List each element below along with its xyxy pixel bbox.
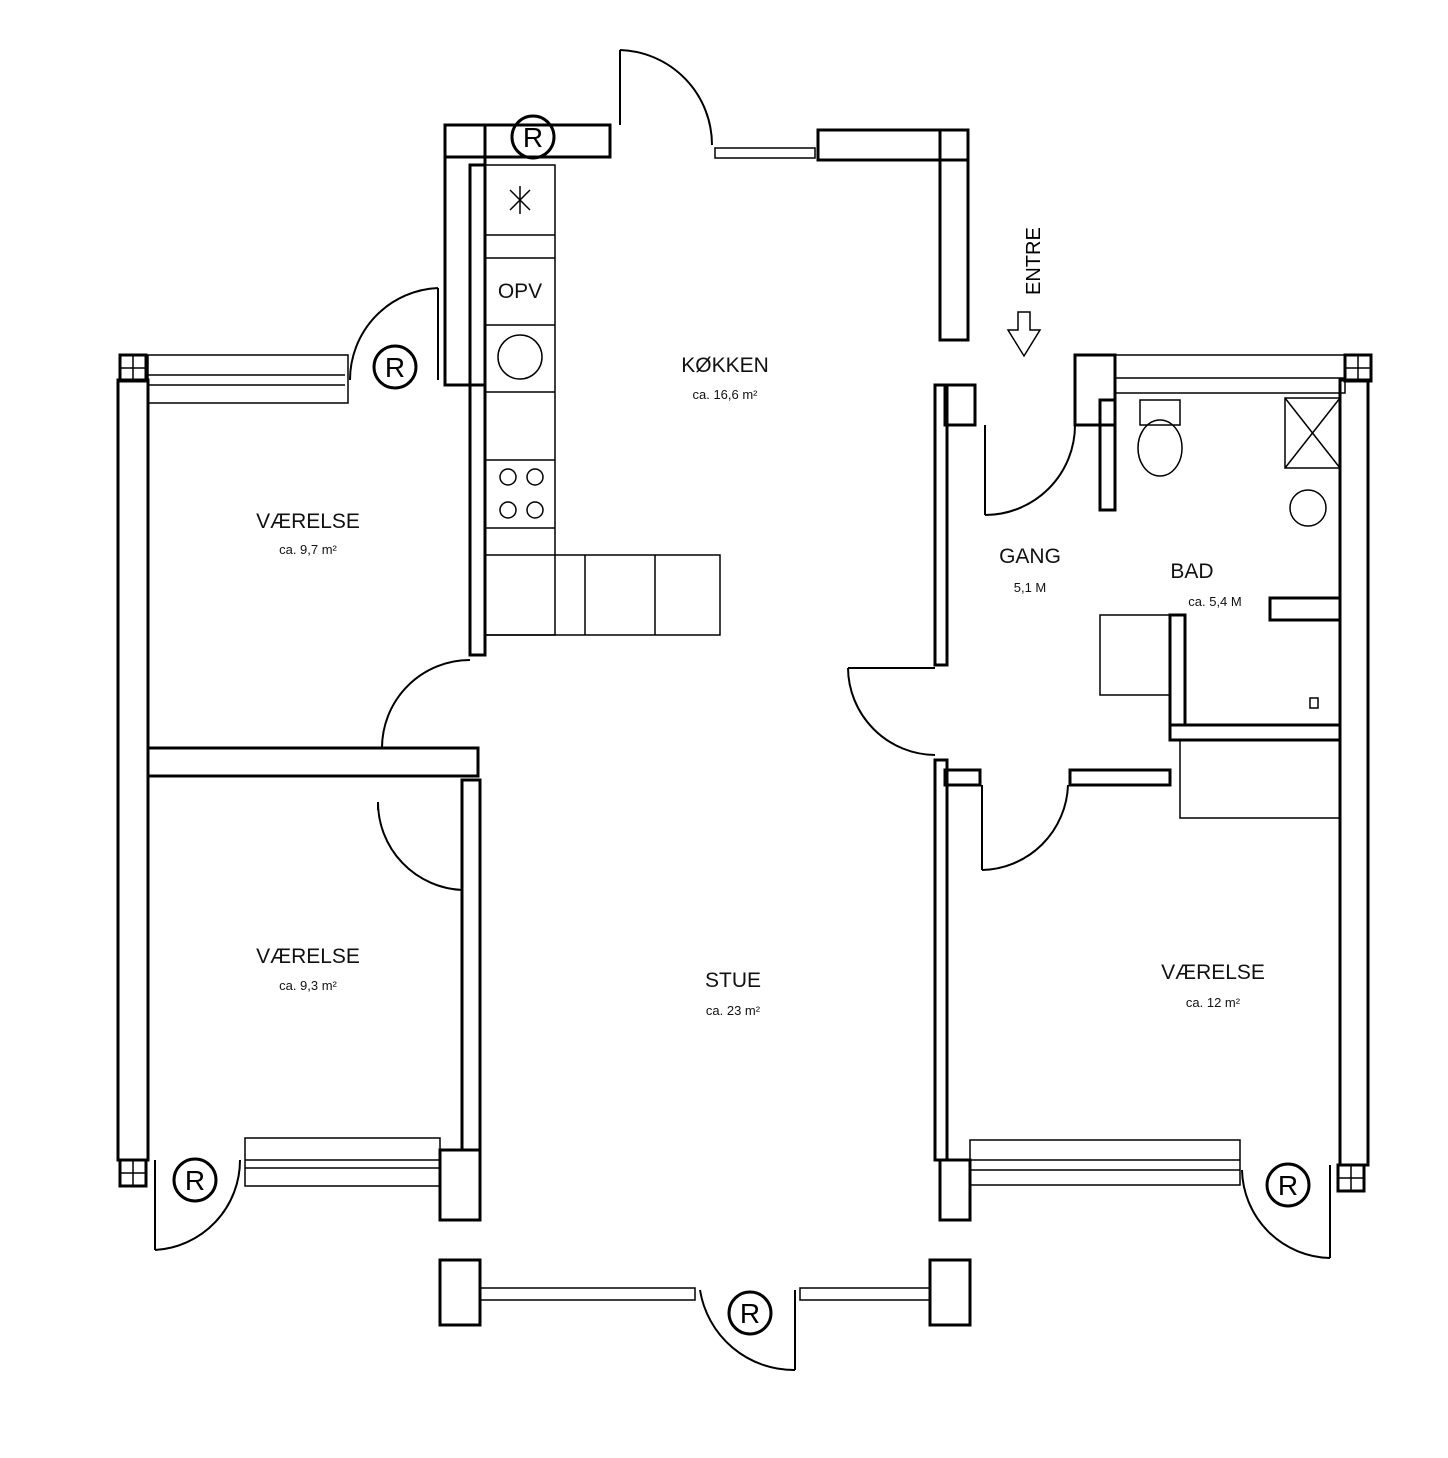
wall-bath-right-stub [1268, 596, 1342, 622]
shower-icon [1284, 397, 1341, 469]
room-name-bedroom-right: VÆRELSE [1161, 961, 1265, 984]
wall-hall-bottom [1068, 768, 1172, 787]
door-kitchen-top-arc [619, 49, 713, 146]
wall-stue-left [460, 778, 482, 1152]
window-bottom-right [969, 1139, 1241, 1186]
closet-right-bedroom [1179, 739, 1341, 819]
window-stue-bottom-left [479, 1287, 696, 1301]
wall-bath-divider [1098, 398, 1117, 512]
entrance-arrow: ENTRE [1006, 227, 1045, 358]
svg-text:R: R [523, 122, 543, 153]
wall-kitchen-left-inner [468, 163, 487, 657]
wall-right-exterior [1338, 378, 1370, 1167]
window-kitchen-top [714, 147, 816, 159]
wall-bath-bottom [1168, 723, 1342, 742]
room-name-hall: GANG [999, 545, 1061, 568]
room-area-living: ca. 23 m² [706, 1003, 761, 1018]
pillar-stue-left [438, 1148, 482, 1222]
svg-text:R: R [1278, 1170, 1298, 1201]
door-bottom-right-arc [1241, 1169, 1331, 1259]
wall-bath-left-top [1073, 353, 1117, 427]
wall-stue-right-lower [933, 758, 949, 1162]
window-markers: R R R R R [172, 114, 1311, 1336]
room-area-bedroom-top-left: ca. 9,7 m² [279, 542, 337, 557]
door-bedroom-right-arc [981, 784, 1069, 871]
pillar-stue-bottom-left [438, 1258, 482, 1327]
room-name-bedroom-bottom-left: VÆRELSE [256, 945, 360, 968]
room-area-kitchen: ca. 16,6 m² [692, 387, 758, 402]
room-area-bath: ca. 5,4 M [1188, 594, 1241, 609]
wall-bath-inner [1168, 613, 1187, 727]
corner-grid-bottom-left [118, 1158, 148, 1188]
wall-kitchen-right [938, 128, 970, 342]
washbasin-icon [1289, 489, 1327, 527]
window-marker-bottom-right: R [1265, 1162, 1311, 1208]
wall-stue-right-upper [933, 383, 949, 667]
door-bottom-left-arc [154, 1159, 242, 1251]
sink-icon [497, 334, 543, 380]
corner-grid-top-left [118, 353, 148, 383]
window-marker-bottom-left: R [172, 1157, 218, 1203]
door-bedroom-left-arc [381, 659, 471, 749]
door-bedroom-bottom-left-arc [376, 801, 463, 891]
room-area-hall: 5,1 M [1014, 580, 1047, 595]
door-stue-bottom-arc [699, 1289, 796, 1372]
room-name-living: STUE [705, 969, 761, 992]
kitchen-island [484, 554, 721, 636]
fixtures [497, 186, 1341, 709]
room-name-kitchen: KØKKEN [681, 354, 769, 377]
wall-hall-bottom-left [943, 768, 982, 787]
window-marker-stue: R [727, 1290, 773, 1336]
corner-grid-top-right [1343, 353, 1373, 383]
room-labels: KØKKEN ca. 16,6 m² OPV VÆRELSE ca. 9,7 m… [256, 280, 1265, 1018]
window-bath-top [1114, 354, 1346, 394]
floor-drain-icon [1309, 697, 1319, 709]
corner-grid-bottom-right [1336, 1163, 1366, 1193]
wall-left-exterior [116, 378, 150, 1162]
wall-entrance-jamb [943, 383, 977, 427]
svg-text:R: R [385, 352, 405, 383]
room-name-bedroom-top-left: VÆRELSE [256, 510, 360, 533]
door-stue-right-arc [847, 667, 936, 756]
cabinet-label: OPV [498, 280, 542, 303]
window-marker-kitchen: R [510, 114, 556, 160]
doors [154, 49, 1331, 1372]
door-bedroom-top-left-arc [348, 287, 439, 381]
room-area-bedroom-right: ca. 12 m² [1186, 995, 1241, 1010]
svg-text:R: R [740, 1298, 760, 1329]
wall-between-left-bedrooms [146, 746, 480, 778]
window-bottom-left [244, 1137, 441, 1187]
pillar-stue-right [938, 1158, 972, 1222]
room-area-bedroom-bottom-left: ca. 9,3 m² [279, 978, 337, 993]
window-marker-top-left: R [372, 344, 418, 390]
svg-text:R: R [185, 1165, 205, 1196]
walls [116, 123, 1373, 1327]
hall-closet [1099, 614, 1171, 696]
stove-icon [499, 468, 544, 519]
window-stue-bottom-right [799, 1287, 931, 1301]
extractor-icon [509, 186, 531, 214]
toilet-icon [1137, 399, 1183, 477]
entrance-label: ENTRE [1023, 227, 1045, 295]
room-name-bath: BAD [1170, 560, 1213, 583]
pillar-stue-bottom-right [928, 1258, 972, 1327]
door-entrance-arc [984, 424, 1076, 516]
window-top-left [147, 354, 349, 404]
wall-kitchen-top-right [816, 128, 970, 162]
